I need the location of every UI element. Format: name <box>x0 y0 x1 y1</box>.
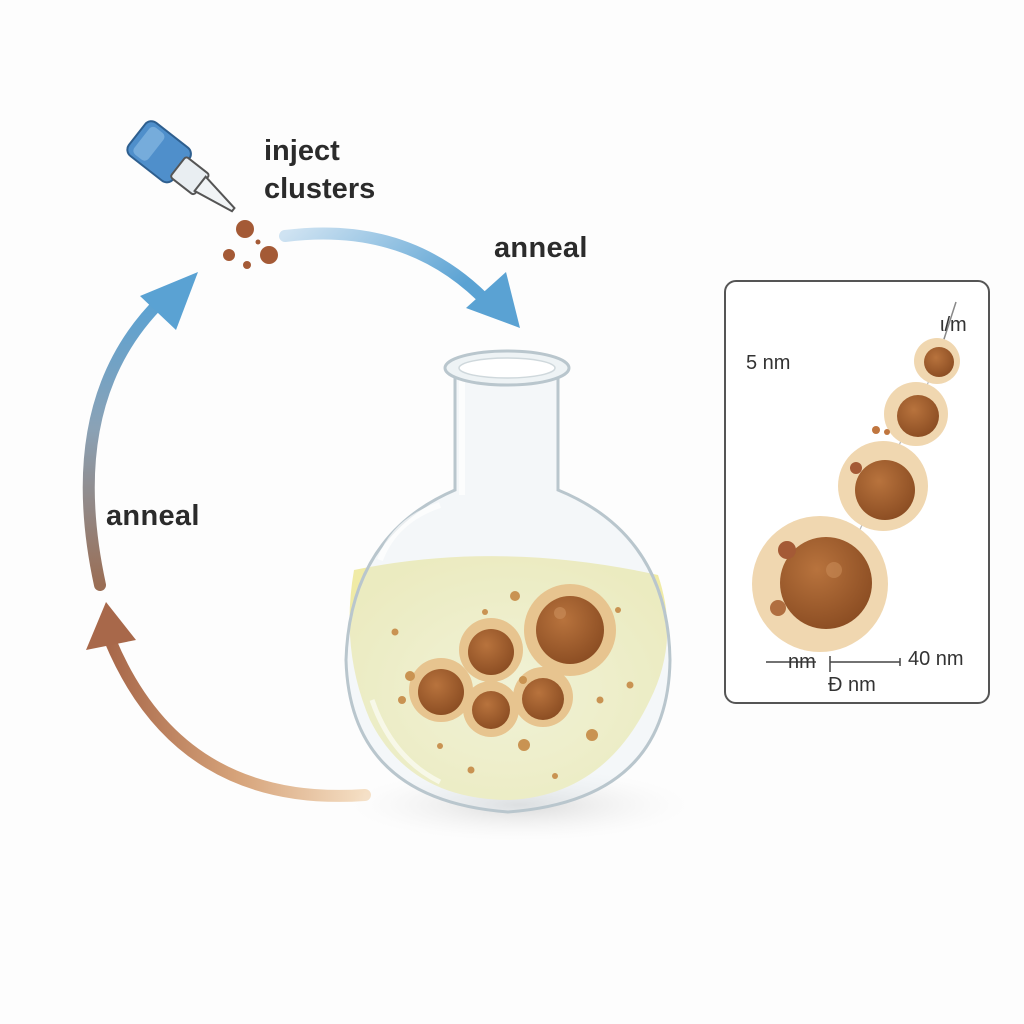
inset-label-5nm: 5 nm <box>746 352 791 374</box>
inset-label-top-right: ι/m <box>940 314 967 336</box>
inject-label-line2: clusters <box>264 173 376 205</box>
size-growth-inset: ι/m 5 nm nm 40 nm Ð nm <box>724 280 990 704</box>
particle-l <box>752 516 888 652</box>
arrow-flask-to-left <box>86 602 371 802</box>
particle-s <box>872 382 948 446</box>
particle-m <box>838 441 928 531</box>
arrow-left-up <box>82 272 198 591</box>
inject-label-line1: inject <box>264 135 340 167</box>
flask-icon <box>344 349 690 841</box>
arrow-inject-to-anneal <box>279 227 520 328</box>
inset-label-40nm: 40 nm <box>908 648 964 670</box>
dropped-clusters <box>223 220 278 269</box>
arrowhead-icon <box>140 272 198 330</box>
arrowhead-icon <box>466 272 520 328</box>
flask-particles <box>391 584 634 779</box>
dropper-icon <box>126 120 236 213</box>
inset-label-nm: nm <box>788 651 816 673</box>
inset-label-center-nm: Ð nm <box>828 674 876 696</box>
scale-bar <box>766 656 901 672</box>
inset-graphics <box>752 301 960 672</box>
arrowhead-icon <box>86 602 136 650</box>
anneal-label-top: anneal <box>494 232 588 264</box>
particle-xs <box>914 338 960 384</box>
inject-clusters-label: inject clusters <box>264 132 375 208</box>
anneal-label-left: anneal <box>106 500 200 532</box>
